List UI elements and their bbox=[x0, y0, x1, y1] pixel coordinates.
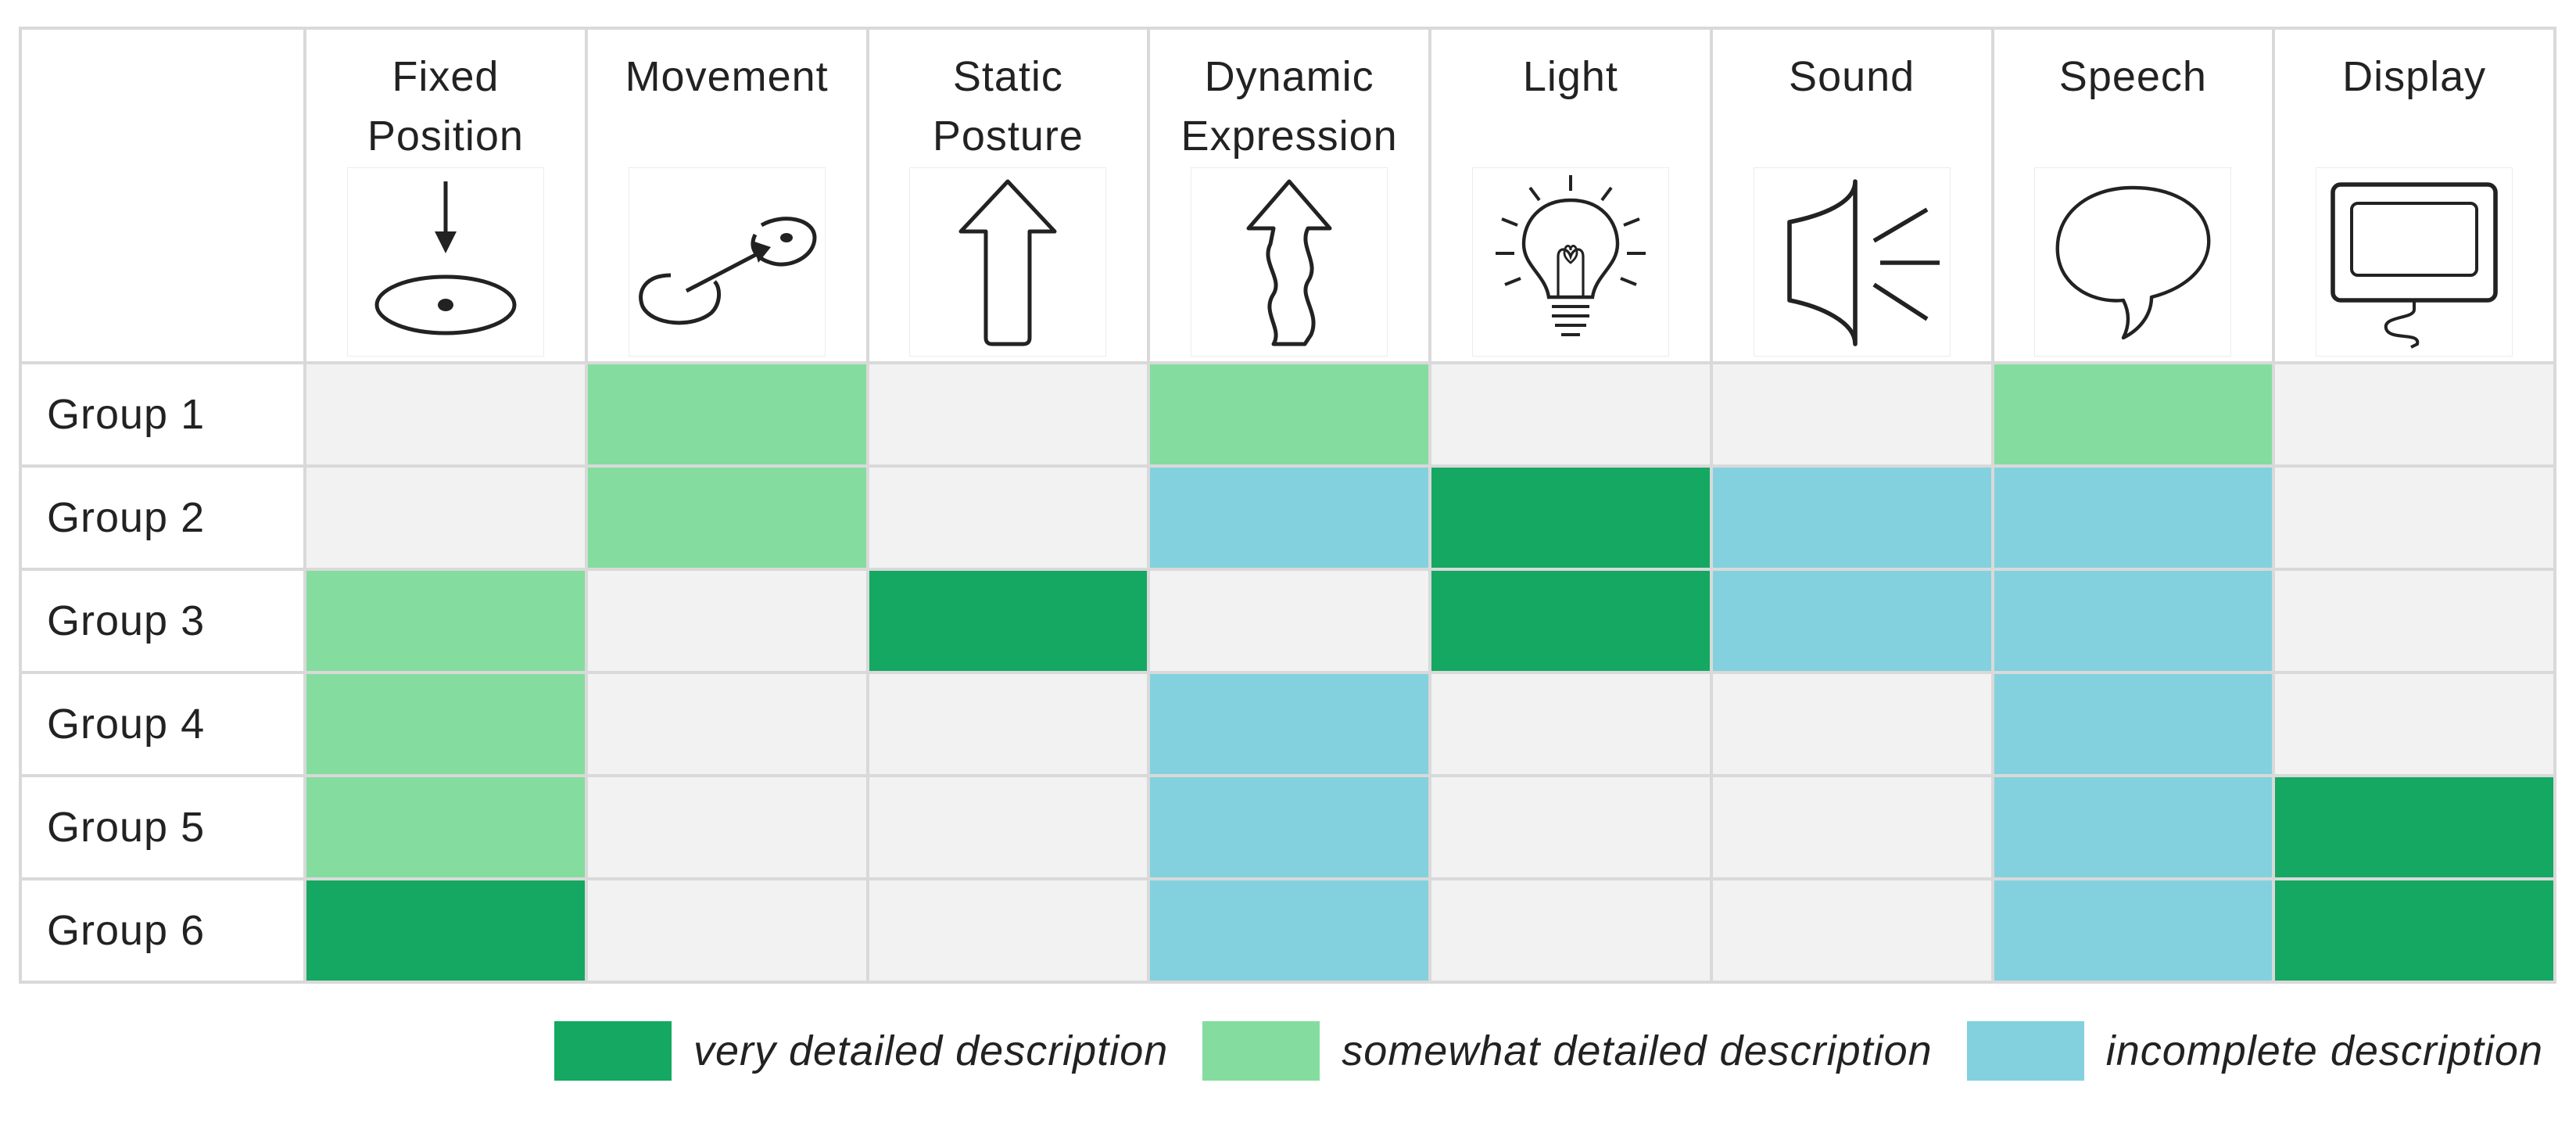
cell-group-5-col-5-none bbox=[1431, 777, 1710, 877]
column-header-dynamic-expression: Dynamic Expression bbox=[1150, 30, 1428, 361]
column-label: Speech bbox=[2058, 53, 2207, 100]
dynamic-expression-icon bbox=[1191, 167, 1388, 357]
cell-group-5-col-7-incomplete bbox=[1994, 777, 2273, 877]
cell-group-3-col-4-none bbox=[1150, 571, 1428, 671]
cell-group-6-col-1-very bbox=[306, 880, 585, 981]
corner-cell bbox=[22, 30, 303, 361]
row-label-group-6: Group 6 bbox=[22, 880, 303, 981]
cell-group-2-col-1-none bbox=[306, 468, 585, 568]
cell-group-2-col-8-none bbox=[2275, 468, 2553, 568]
column-label: Display bbox=[2342, 53, 2487, 100]
static-posture-icon bbox=[909, 167, 1107, 357]
cell-group-2-col-5-very bbox=[1431, 468, 1710, 568]
cell-group-3-col-6-incomplete bbox=[1712, 571, 1991, 671]
cell-group-5-col-3-none bbox=[869, 777, 1148, 877]
column-header-fixed-position: Fixed Position bbox=[306, 30, 585, 361]
cell-group-3-col-7-incomplete bbox=[1994, 571, 2273, 671]
cell-group-5-col-6-none bbox=[1712, 777, 1991, 877]
cell-group-6-col-7-incomplete bbox=[1994, 880, 2273, 981]
cell-group-4-col-1-somewhat bbox=[306, 674, 585, 774]
legend-label-incomplete: incomplete description bbox=[2105, 1027, 2543, 1074]
cell-group-4-col-2-none bbox=[587, 674, 866, 774]
cell-group-1-col-1-none bbox=[306, 364, 585, 464]
legend-item-incomplete: incomplete description bbox=[1966, 1021, 2543, 1081]
column-header-display: Display bbox=[2275, 30, 2553, 361]
cell-group-4-col-4-incomplete bbox=[1150, 674, 1428, 774]
cell-group-4-col-8-none bbox=[2275, 674, 2553, 774]
legend-item-very: very detailed description bbox=[554, 1021, 1168, 1081]
row-label-group-3: Group 3 bbox=[22, 571, 303, 671]
row-label-group-5: Group 5 bbox=[22, 777, 303, 877]
column-label: Fixed Position bbox=[367, 53, 524, 160]
cell-group-1-col-6-none bbox=[1712, 364, 1991, 464]
cell-group-3-col-3-very bbox=[869, 571, 1148, 671]
legend-label-very: very detailed description bbox=[693, 1027, 1169, 1074]
cell-group-6-col-5-none bbox=[1431, 880, 1710, 981]
cell-group-4-col-3-none bbox=[869, 674, 1148, 774]
speaker-icon bbox=[1753, 167, 1951, 357]
cell-group-2-col-2-somewhat bbox=[587, 468, 866, 568]
column-header-light: Light bbox=[1431, 30, 1710, 361]
cell-group-1-col-8-none bbox=[2275, 364, 2553, 464]
column-label: Light bbox=[1522, 53, 1618, 100]
cell-group-2-col-6-incomplete bbox=[1712, 468, 1991, 568]
column-header-movement: Movement bbox=[587, 30, 866, 361]
row-label-group-4: Group 4 bbox=[22, 674, 303, 774]
cell-group-1-col-3-none bbox=[869, 364, 1148, 464]
cell-group-3-col-1-somewhat bbox=[306, 571, 585, 671]
light-bulb-icon bbox=[1471, 167, 1669, 357]
column-label: Sound bbox=[1789, 53, 1915, 100]
column-label: Dynamic Expression bbox=[1181, 53, 1398, 160]
column-header-speech: Speech bbox=[1994, 30, 2273, 361]
column-label: Movement bbox=[625, 53, 829, 100]
cell-group-1-col-5-none bbox=[1431, 364, 1710, 464]
legend: very detailed description somewhat detail… bbox=[554, 1020, 2543, 1082]
cell-group-6-col-6-none bbox=[1712, 880, 1991, 981]
cell-group-2-col-4-incomplete bbox=[1150, 468, 1428, 568]
cell-group-3-col-5-very bbox=[1431, 571, 1710, 671]
legend-swatch-very bbox=[554, 1021, 672, 1081]
row-label-group-1: Group 1 bbox=[22, 364, 303, 464]
cell-group-5-col-2-none bbox=[587, 777, 866, 877]
legend-swatch-somewhat bbox=[1202, 1021, 1320, 1081]
cell-group-4-col-7-incomplete bbox=[1994, 674, 2273, 774]
cell-group-4-col-5-none bbox=[1431, 674, 1710, 774]
cell-group-4-col-6-none bbox=[1712, 674, 1991, 774]
cell-group-2-col-3-none bbox=[869, 468, 1148, 568]
legend-label-somewhat: somewhat detailed description bbox=[1342, 1027, 1933, 1074]
cell-group-5-col-4-incomplete bbox=[1150, 777, 1428, 877]
speech-bubble-icon bbox=[2034, 167, 2232, 357]
legend-item-somewhat: somewhat detailed description bbox=[1202, 1021, 1932, 1081]
cell-group-1-col-4-somewhat bbox=[1150, 364, 1428, 464]
column-header-sound: Sound bbox=[1712, 30, 1991, 361]
movement-icon bbox=[628, 167, 826, 357]
cell-group-5-col-1-somewhat bbox=[306, 777, 585, 877]
cell-group-6-col-4-incomplete bbox=[1150, 880, 1428, 981]
cell-group-5-col-8-very bbox=[2275, 777, 2553, 877]
heatmap-table: Fixed Position Movement Static Posture D… bbox=[19, 27, 2556, 984]
cell-group-2-col-7-incomplete bbox=[1994, 468, 2273, 568]
cell-group-1-col-7-somewhat bbox=[1994, 364, 2273, 464]
fixed-position-icon bbox=[346, 167, 544, 357]
display-monitor-icon bbox=[2316, 167, 2513, 357]
cell-group-6-col-3-none bbox=[869, 880, 1148, 981]
row-label-group-2: Group 2 bbox=[22, 468, 303, 568]
legend-swatch-incomplete bbox=[1966, 1021, 2084, 1081]
cell-group-3-col-8-none bbox=[2275, 571, 2553, 671]
cell-group-6-col-8-very bbox=[2275, 880, 2553, 981]
cell-group-1-col-2-somewhat bbox=[587, 364, 866, 464]
column-header-static-posture: Static Posture bbox=[869, 30, 1148, 361]
column-label: Static Posture bbox=[932, 53, 1084, 160]
cell-group-3-col-2-none bbox=[587, 571, 866, 671]
cell-group-6-col-2-none bbox=[587, 880, 866, 981]
